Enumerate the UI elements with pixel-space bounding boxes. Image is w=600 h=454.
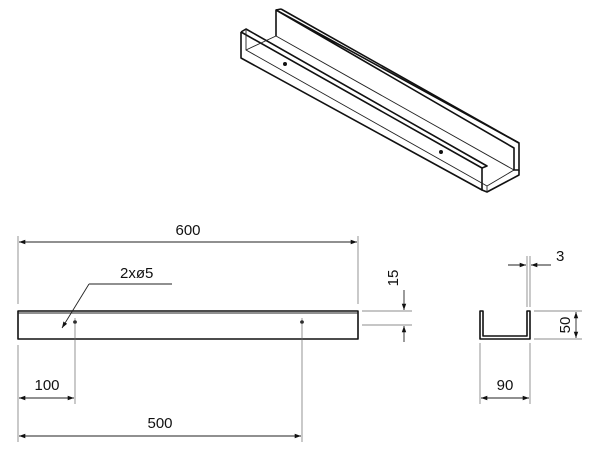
iso-front-wall-top bbox=[240, 28, 488, 169]
iso-front-wall bbox=[240, 31, 483, 191]
dim-profile-height-label: 15 bbox=[385, 270, 402, 287]
isometric-view bbox=[240, 8, 520, 193]
dim-overall-length-label: 600 bbox=[175, 222, 200, 239]
iso-front-inner bbox=[245, 29, 488, 187]
section-view bbox=[479, 310, 531, 340]
dim-hole-label: 2xø5 bbox=[120, 265, 153, 282]
iso-end-profile bbox=[481, 170, 520, 193]
dim-hole-offset-label: 100 bbox=[34, 377, 59, 394]
dim-hole-leader: 2xø5 bbox=[61, 265, 172, 329]
dim-section-width-label: 90 bbox=[497, 377, 514, 394]
dim-wall-thickness-label: 3 bbox=[556, 248, 564, 265]
iso-hole-left bbox=[283, 62, 287, 66]
iso-back-wall-edge bbox=[280, 8, 520, 144]
dim-hole-spacing-label: 500 bbox=[147, 415, 172, 432]
iso-bottom-inner bbox=[245, 35, 515, 187]
dim-section-width: 90 bbox=[479, 343, 531, 404]
iso-hole-right bbox=[439, 150, 443, 154]
section-profile bbox=[479, 310, 531, 340]
dim-hole-spacing: 500 bbox=[17, 318, 303, 442]
front-view bbox=[17, 310, 359, 340]
dim-section-height-label: 50 bbox=[557, 317, 574, 334]
dim-hole-offset: 100 bbox=[17, 318, 76, 404]
front-view-outline bbox=[17, 310, 359, 340]
dim-profile-height: 15 bbox=[362, 270, 412, 342]
dim-overall-length: 600 bbox=[17, 222, 359, 304]
iso-back-wall bbox=[275, 9, 520, 171]
dim-section-height: 50 bbox=[534, 310, 582, 340]
iso-back-wall-top bbox=[275, 8, 282, 11]
dim-wall-thickness: 3 bbox=[508, 248, 564, 307]
